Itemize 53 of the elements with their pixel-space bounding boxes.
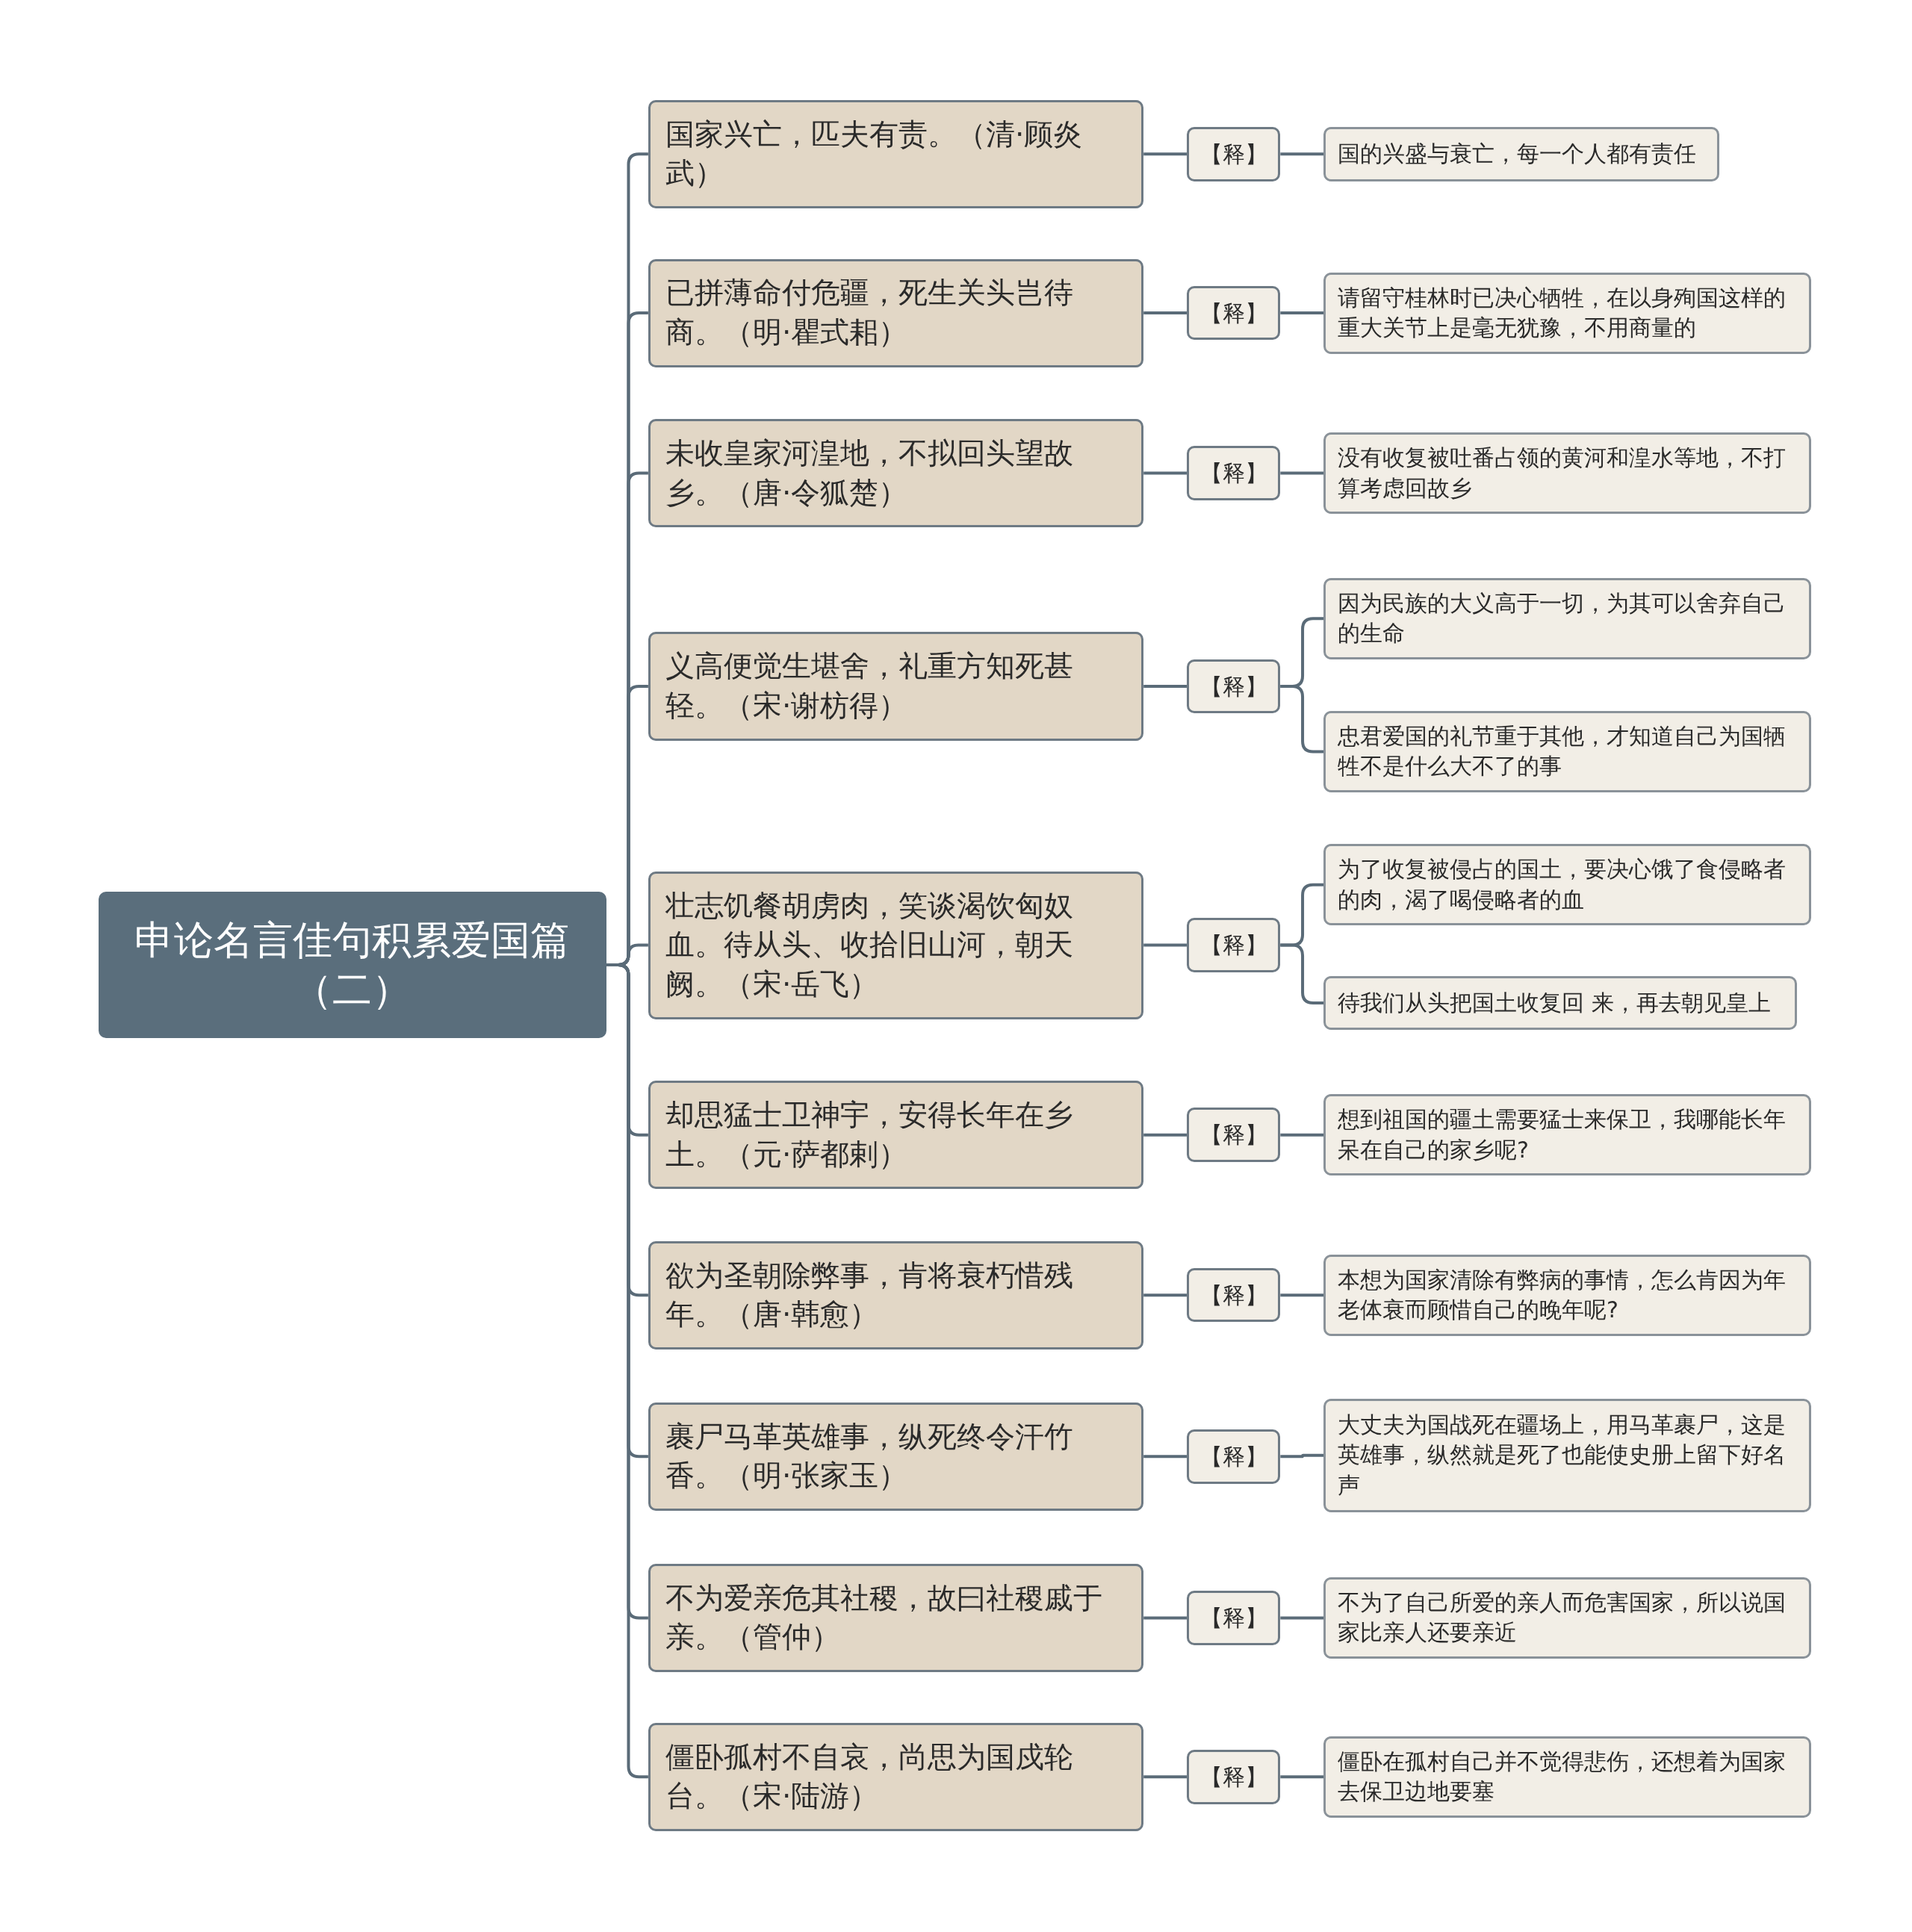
explanation-box: 本想为国家清除有弊病的事情，怎么肯因为年老体衰而顾惜自己的晚年呢? [1323,1254,1812,1336]
connector-line [1143,1293,1187,1297]
label-box: 【释】 [1186,285,1281,341]
connector-line [1143,1775,1187,1779]
connector-line [1143,152,1187,156]
explanation-box: 因为民族的大义高于一切，为其可以舍弃自己的生命 [1323,577,1812,659]
explanation-box: 没有收复被吐番占领的黄河和湟水等地，不打算考虑回故乡 [1323,432,1812,515]
explanation-box: 想到祖国的疆土需要猛士来保卫，我哪能长年呆在自己的家乡呢? [1323,1094,1812,1176]
connector-line [1143,943,1187,947]
quote-box: 裹尸马革英雄事，纵死终令汗竹香。（明·张家玉） [648,1402,1144,1511]
connector-line [1280,152,1324,156]
label-box: 【释】 [1186,1750,1281,1804]
connector-line [1280,1453,1324,1459]
label-box: 【释】 [1186,1267,1281,1323]
explanation-box: 忠君爱国的礼节重于其他，才知道自己为国牺牲不是什么大不了的事 [1323,711,1812,792]
quote-box: 义高便觉生堪舍，礼重方知死甚轻。（宋·谢枋得） [648,632,1144,741]
quote-box: 欲为圣朝除弊事，肯将衰朽惜残年。（唐·韩愈） [648,1240,1144,1349]
explanation-box: 不为了自己所爱的亲人而危害国家，所以说国家比亲人还要亲近 [1323,1577,1812,1659]
quote-box: 壮志饥餐胡虏肉，笑谈渴饮匈奴血。待从头、收拾旧山河，朝天阙。（宋·岳飞） [648,871,1144,1019]
explanation-box: 国的兴盛与衰亡，每一个人都有责任 [1323,126,1719,181]
label-box: 【释】 [1186,1108,1281,1162]
connector-line [1143,311,1187,315]
connector-line [1280,1293,1324,1297]
explanation-box: 大丈夫为国战死在疆场上，用马革裹尸，这是英雄事，纵然就是死了也能使史册上留下好名声 [1323,1398,1812,1512]
connector-line [1143,1133,1187,1137]
explanation-box: 请留守桂林时已决心牺牲，在以身殉国这样的重大关节上是毫无犹豫，不用商量的 [1323,272,1812,354]
connector-line [1280,943,1324,1005]
explanation-box: 僵卧在孤村自己并不觉得悲伤，还想着为国家去保卫边地要塞 [1323,1736,1812,1818]
label-box: 【释】 [1186,1591,1281,1645]
connector-line [1280,471,1324,475]
label-box: 【释】 [1186,446,1281,500]
quote-box: 未收皇家河湟地，不拟回头望故乡。（唐·令狐楚） [648,419,1144,528]
connector-line [1143,1455,1187,1459]
explanation-box: 待我们从头把国土收复回 来，再去朝见皇上 [1323,975,1797,1031]
label-box: 【释】 [1186,659,1281,714]
connector-line [1143,1616,1187,1620]
label-box: 【释】 [1186,1429,1281,1484]
quote-box: 僵卧孤村不自哀，尚思为国戍轮台。（宋·陆游） [648,1722,1144,1831]
explanation-box: 为了收复被侵占的国土，要决心饿了食侵略者的肉，渴了喝侵略者的血 [1323,844,1812,926]
label-box: 【释】 [1186,126,1281,181]
connector-line [1143,685,1187,689]
quote-box: 却思猛士卫神宇，安得长年在乡土。（元·萨都剌） [648,1081,1144,1190]
connector-line [1280,685,1324,754]
connector-line [1280,311,1324,315]
connector-line [1280,1133,1324,1137]
root-topic: 申论名言佳句积累爱国篇（二） [99,891,606,1039]
label-box: 【释】 [1186,918,1281,972]
connector-line [1280,1775,1324,1779]
quote-box: 不为爱亲危其社稷，故曰社稷戚于亲。（管仲） [648,1563,1144,1673]
connector-line [1143,471,1187,475]
connector-line [1280,1616,1324,1620]
quote-box: 国家兴亡，匹夫有责。（清·顾炎武） [648,99,1144,208]
quote-box: 已拼薄命付危疆，死生关头岂待商。（明·瞿式耜） [648,258,1144,367]
